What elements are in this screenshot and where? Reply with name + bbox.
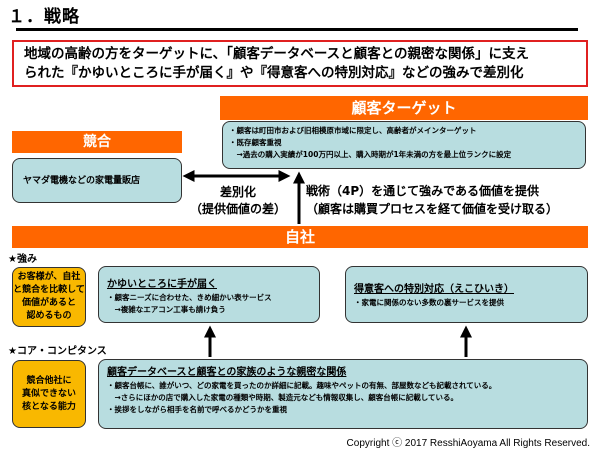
core-competence-definition: 競合他社に 真似できない 核となる能力 bbox=[12, 360, 86, 428]
strength-heading: 得意客への特別対応（えこひいき） bbox=[354, 284, 514, 295]
definition-line: 真似できない bbox=[21, 388, 76, 399]
core-competence-box: 顧客データベースと顧客との家族のような親密な関係 ・顧客台帳に、誰がいつ、どの家… bbox=[98, 359, 588, 429]
strength-box-1: かゆいところに手が届く ・顧客ニーズに合わせた、きめ細かい表サービス →複雑なエ… bbox=[98, 266, 320, 323]
core-heading: 顧客データベースと顧客との家族のような親密な関係 bbox=[107, 367, 347, 378]
core-competence-label: ★コア・コンピタンス bbox=[8, 346, 107, 357]
summary-line-1: 地域の高齢の方をターゲットに、「顧客データベースと顧客との親密な関係」に支え bbox=[24, 46, 530, 62]
tactics-line-1: 戦術（4P）を通じて強みである価値を提供 bbox=[306, 184, 540, 198]
core-line: ・挨拶をしながら相手を名前で呼べるかどうかを重視 bbox=[107, 405, 287, 414]
competitor-box: ヤマダ電機などの家電量販店 bbox=[12, 158, 182, 203]
strengths-definition: お客様が、自社 と競合を比較して 価値があると 認めるもの bbox=[12, 267, 86, 327]
differentiation-line-1: 差別化 bbox=[219, 185, 256, 199]
definition-line: と競合を比較して bbox=[13, 285, 85, 295]
differentiation-label: 差別化 （提供価値の差） bbox=[184, 184, 292, 218]
target-box: ・顧客は町田市および旧相模原市域に限定し、高齢者がメインターゲット ・既存顧客重… bbox=[222, 121, 586, 169]
target-line: ・顧客は町田市および旧相模原市域に限定し、高齢者がメインターゲット bbox=[229, 126, 477, 135]
definition-line: 競合他社に bbox=[26, 375, 72, 386]
strength-line: ・顧客ニーズに合わせた、きめ細かい表サービス bbox=[107, 293, 272, 302]
definition-line: 認めるもの bbox=[26, 311, 72, 321]
copyright: Copyright ⓒ 2017 ResshiAoyama All Rights… bbox=[346, 438, 590, 449]
definition-line: お客様が、自社 bbox=[17, 272, 81, 282]
definition-line: 価値があると bbox=[21, 298, 76, 308]
strength-heading: かゆいところに手が届く bbox=[107, 279, 217, 290]
target-line: →過去の購入実績が100万円以上、購入時期が1年未満の方を最上位ランクに設定 bbox=[229, 150, 512, 159]
definition-line: 核となる能力 bbox=[22, 401, 76, 412]
strengths-label: ★強み bbox=[8, 254, 37, 265]
title-divider bbox=[16, 28, 578, 31]
strength-line: →複雑なエアコン工事も請け負う bbox=[107, 305, 226, 314]
page-title: １．戦略 bbox=[8, 7, 80, 27]
tactics-label: 戦術（4P）を通じて強みである価値を提供 （顧客は購買プロセスを経て価値を受け取… bbox=[306, 182, 558, 218]
target-line: ・既存顧客重視 bbox=[229, 138, 282, 147]
differentiation-line-2: （提供価値の差） bbox=[189, 202, 286, 216]
core-line: ・顧客台帳に、誰がいつ、どの家電を買ったのか詳細に記載。趣味やペットの有無、部屋… bbox=[107, 381, 497, 390]
core-line: →さらにほかの店で購入した家電の種類や時期、製造元なども情報収集し、顧客台帳に記… bbox=[107, 393, 459, 402]
summary-line-2: られた『かゆいところに手が届く』や『得意客への特別対応』などの強みで差別化 bbox=[24, 65, 524, 81]
strength-line: ・家電に関係のない多数の裏サービスを提供 bbox=[354, 298, 504, 307]
strategy-summary: 地域の高齢の方をターゲットに、「顧客データベースと顧客との親密な関係」に支え ら… bbox=[12, 40, 588, 87]
competitor-header: 競合 bbox=[12, 131, 182, 153]
strength-box-2: 得意客への特別対応（えこひいき） ・家電に関係のない多数の裏サービスを提供 bbox=[345, 266, 588, 323]
tactics-line-2: （顧客は購買プロセスを経て価値を受け取る） bbox=[306, 202, 559, 216]
self-header: 自社 bbox=[12, 226, 588, 248]
target-header: 顧客ターゲット bbox=[220, 96, 588, 120]
